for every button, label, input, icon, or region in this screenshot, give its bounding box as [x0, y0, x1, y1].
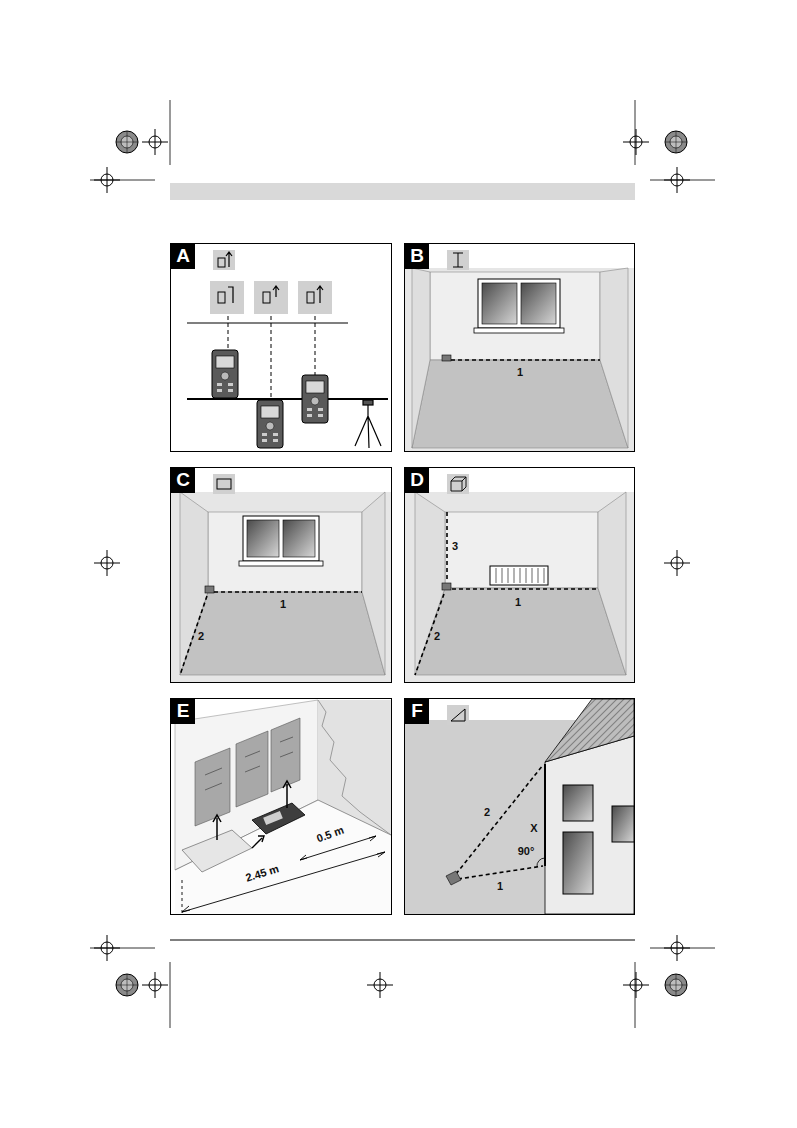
panel-letter: C: [176, 469, 190, 490]
panel-letter-box: D: [405, 468, 429, 493]
figure-panel: C: [170, 467, 392, 683]
callout-label: 2: [197, 630, 205, 642]
callout-label: 2.45 m: [243, 862, 281, 884]
callout-label: 1: [279, 598, 287, 610]
callout-label: 1: [496, 880, 504, 892]
panel-letter-box: B: [405, 244, 429, 269]
panel-letter-box: A: [171, 244, 195, 269]
panel-letter: E: [177, 700, 190, 721]
figure-panel: B: [404, 243, 635, 452]
figure-panel: F: [404, 698, 635, 915]
panel-letter-box: F: [405, 699, 429, 724]
callout-label: 2: [483, 806, 491, 818]
callout-label: X: [529, 822, 538, 834]
panel-letter: B: [410, 245, 424, 266]
panel-letter: A: [176, 245, 190, 266]
callout-label: 3: [451, 540, 459, 552]
callout-label: 1: [516, 366, 524, 378]
callout-label: 2: [433, 630, 441, 642]
callout-label: 0.5 m: [314, 823, 346, 845]
panel-letter-box: E: [171, 699, 195, 724]
figure-panel: E: [170, 698, 392, 915]
figure-panel: D: [404, 467, 635, 683]
figure-panel: A: [170, 243, 392, 452]
panel-letter: D: [410, 469, 424, 490]
callout-label: 1: [514, 596, 522, 608]
panel-letter-box: C: [171, 468, 195, 493]
panel-letter: F: [411, 700, 423, 721]
callout-label: 90°: [517, 845, 536, 857]
